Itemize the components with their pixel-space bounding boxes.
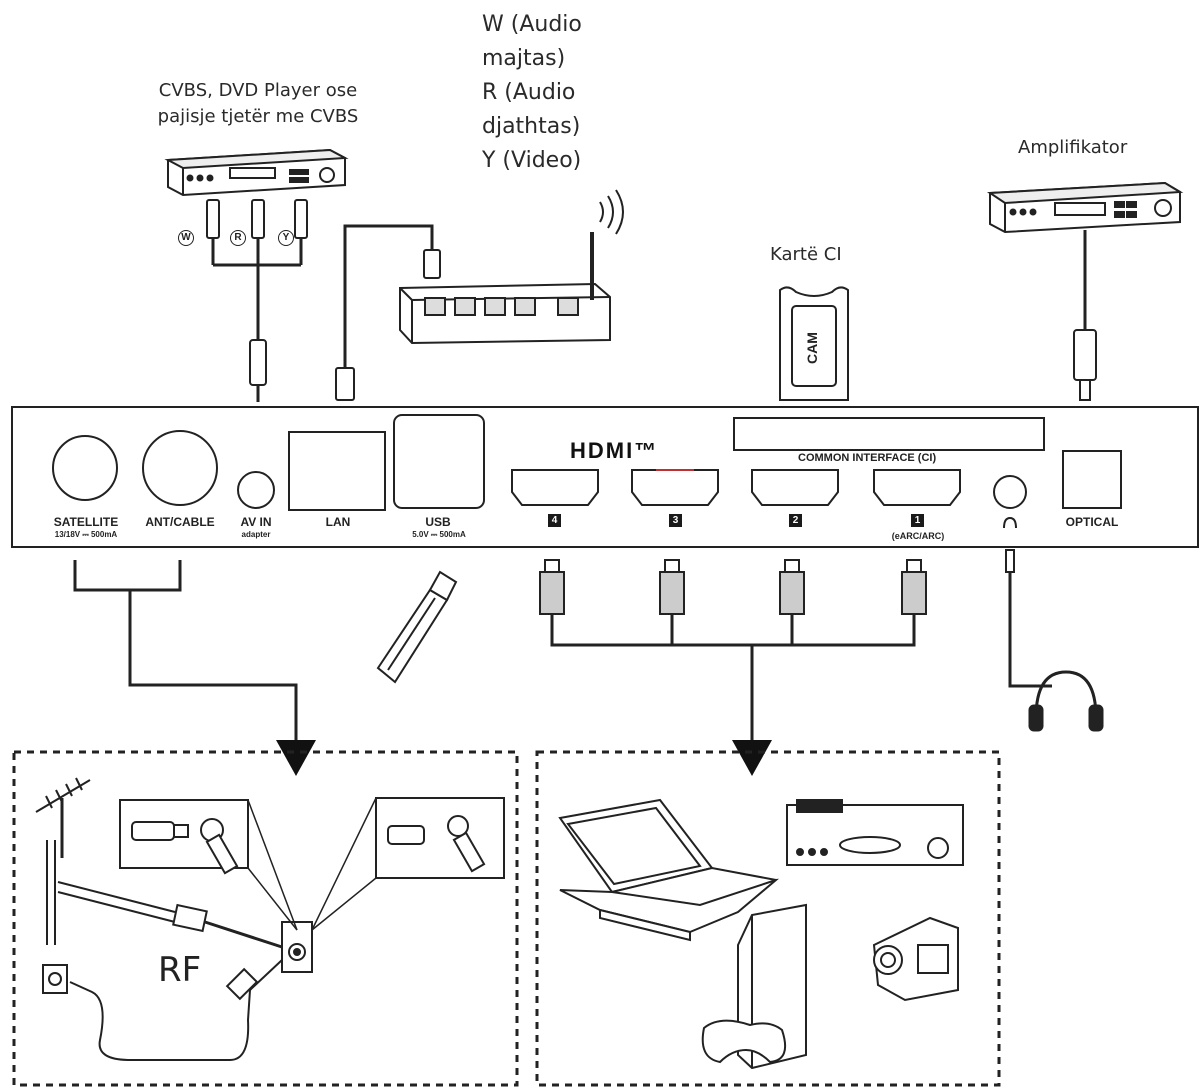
antenna-icon (35, 777, 91, 945)
hdmi-logo: HDMI™ (570, 438, 659, 463)
amplifier-label: Amplifikator (1018, 137, 1128, 158)
amplifier-icon (986, 181, 1184, 401)
hdmi-connection-lines (550, 614, 916, 745)
cam-label: CAM (803, 332, 820, 364)
wall-socket-icon (281, 921, 313, 973)
cvbs-label-line2: pajisje tjetër me CVBS (157, 106, 359, 127)
tv-back-panel (11, 406, 1199, 548)
audio-left-line1: W (Audio (482, 12, 582, 37)
usb-label: USB (425, 515, 451, 529)
earc-label: (eARC/ARC) (891, 531, 945, 541)
rca-r-marker: R (230, 230, 246, 246)
game-console-icon (701, 903, 807, 1070)
audio-left-line2: majtas) (482, 46, 566, 71)
audio-right-line1: R (Audio (482, 80, 576, 105)
common-interface-label: COMMON INTERFACE (CI) (798, 452, 937, 464)
plug-detail-box-left (119, 799, 298, 931)
hdmi-cables (539, 559, 927, 615)
rca-w-marker: W (178, 230, 194, 246)
rca-legend: W (Audio majtas) R (Audio djathtas) Y (V… (482, 8, 582, 178)
rf-devices-box (12, 750, 519, 1087)
plug-detail-box-right (311, 797, 505, 931)
satellite-sublabel: 13/18V ⎓ 500mA (54, 530, 118, 539)
satellite-label: SATELLITE (53, 515, 119, 529)
lan-cable-icon (335, 224, 441, 401)
video-label: Y (Video) (482, 148, 582, 173)
headphone-small-icon (1003, 516, 1017, 529)
camcorder-icon (872, 916, 959, 1002)
av-in-label: AV IN (240, 515, 272, 529)
usb-stick-icon (376, 570, 458, 684)
ci-card-label: Kartë CI (770, 244, 842, 265)
coax-loop-cable-icon (42, 959, 283, 1061)
rf-label: RF (158, 950, 202, 990)
lan-label: LAN (325, 515, 351, 529)
cvbs-device-label: CVBS, DVD Player ose pajisje tjetër me C… (138, 78, 378, 130)
headphones-icon (1005, 549, 1104, 732)
cvbs-label-line1: CVBS, DVD Player ose (158, 80, 358, 101)
ci-card-icon (779, 286, 849, 401)
ant-cable-label: ANT/CABLE (145, 515, 215, 529)
hdmi-port-2-number: 2 (789, 514, 802, 527)
hdmi-devices-box (535, 750, 1001, 1087)
dvd-recorder-icon (786, 799, 964, 866)
hdmi-arrow-icon (732, 740, 772, 776)
dvd-player-icon (164, 148, 349, 197)
rca-y-marker: Y (278, 230, 294, 246)
rf-connection-lines (73, 560, 298, 745)
coax-cable-icon (57, 881, 286, 950)
audio-right-line2: djathtas) (482, 114, 581, 139)
hdmi-port-3-number: 3 (669, 514, 682, 527)
laptop-icon (558, 798, 780, 942)
hdmi-port-1-number: 1 (911, 514, 924, 527)
rf-arrow-icon (276, 740, 316, 776)
rca-cable-icon (206, 199, 308, 402)
hdmi-port-4-number: 4 (548, 514, 561, 527)
usb-sublabel: 5.0V ⎓ 500mA (412, 530, 466, 539)
router-icon (399, 189, 624, 345)
optical-label: OPTICAL (1065, 515, 1119, 529)
av-in-sublabel: adapter (241, 530, 271, 539)
